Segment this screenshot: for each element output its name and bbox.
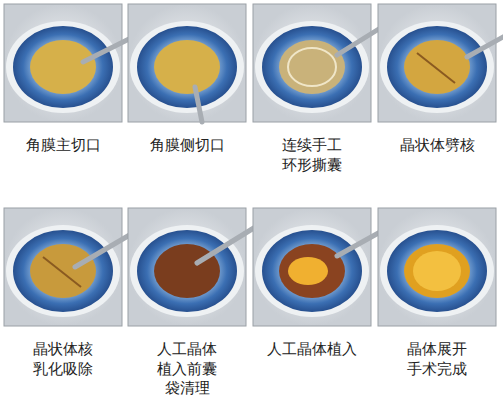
step-caption: 晶状体劈核 xyxy=(382,136,492,156)
step-caption: 角膜主切口 xyxy=(8,136,118,156)
instrument xyxy=(467,32,503,57)
iris xyxy=(387,26,487,108)
lens xyxy=(154,40,220,94)
nucleus-crack xyxy=(417,53,455,83)
lens xyxy=(279,244,345,298)
eye-panel xyxy=(253,208,382,326)
eye-panel xyxy=(253,4,382,122)
instrument xyxy=(195,87,202,122)
step-caption: 连续手工环形撕囊 xyxy=(279,136,345,175)
eye-panel xyxy=(4,208,133,326)
iol xyxy=(288,257,328,285)
sclera xyxy=(6,225,120,317)
iris xyxy=(13,26,113,108)
instrument xyxy=(75,233,133,267)
lens xyxy=(279,40,345,94)
sclera xyxy=(6,21,120,113)
instrument xyxy=(83,37,133,62)
sclera xyxy=(255,21,369,113)
step-caption: 晶状体核乳化吸除 xyxy=(30,340,96,379)
eye-panel xyxy=(378,208,496,326)
panel-frame xyxy=(4,4,122,122)
instrument xyxy=(337,27,382,55)
sclera xyxy=(130,225,244,317)
iris xyxy=(387,230,487,312)
capsule-tear xyxy=(288,48,336,86)
instrument xyxy=(337,231,382,256)
nucleus-crack xyxy=(43,257,81,287)
panel-frame xyxy=(378,4,496,122)
panel-frame xyxy=(128,208,246,326)
panel-frame xyxy=(378,208,496,326)
panel-frame xyxy=(128,4,246,122)
panel-frame xyxy=(253,4,371,122)
eye-panel xyxy=(128,4,246,122)
step-caption: 人工晶体植入 xyxy=(257,340,367,360)
eye-panel xyxy=(128,208,257,326)
step-caption: 晶体展开手术完成 xyxy=(404,340,470,379)
sclera xyxy=(255,225,369,317)
panel-frame xyxy=(253,208,371,326)
lens xyxy=(30,40,96,94)
iris xyxy=(137,230,237,312)
sclera xyxy=(130,21,244,113)
lens xyxy=(404,40,470,94)
iris xyxy=(262,26,362,108)
iol xyxy=(413,251,461,291)
instrument xyxy=(197,226,257,263)
step-caption: 人工晶体植入前囊袋清理 xyxy=(154,340,220,399)
eye-panel xyxy=(378,4,503,122)
lens xyxy=(404,244,470,298)
iris xyxy=(262,230,362,312)
sclera xyxy=(380,21,494,113)
iris xyxy=(13,230,113,312)
panel-frame xyxy=(4,208,122,326)
lens xyxy=(30,244,96,298)
iris xyxy=(137,26,237,108)
eye-panel xyxy=(4,4,133,122)
sclera xyxy=(380,225,494,317)
step-caption: 角膜侧切口 xyxy=(132,136,242,156)
